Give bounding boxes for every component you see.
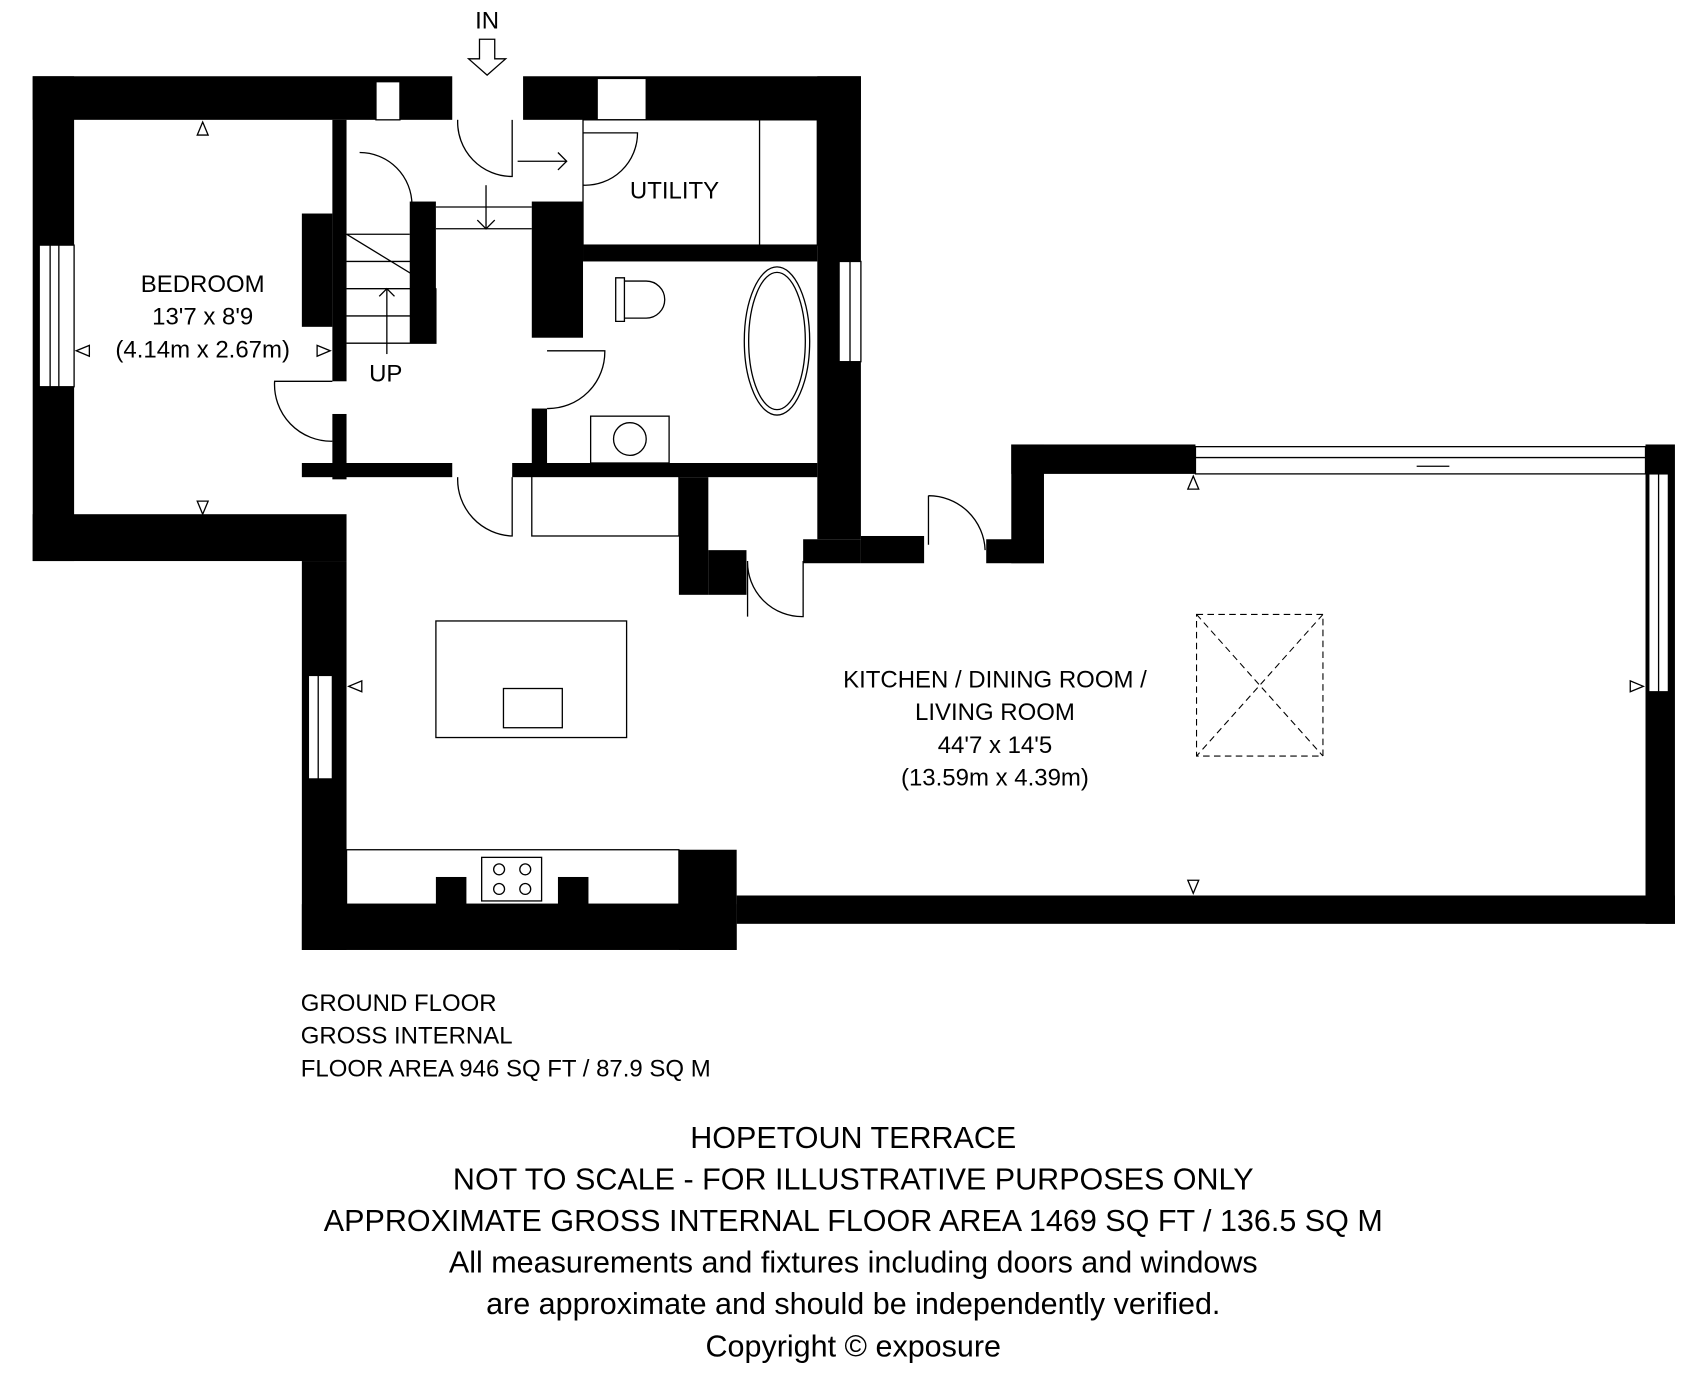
floor-area-label: GROSS INTERNAL — [301, 1023, 513, 1050]
stairs-label: UP — [369, 360, 402, 387]
toilet-icon — [615, 277, 666, 323]
bedroom-name: BEDROOM — [141, 271, 265, 298]
disclaimer-2: are approximate and should be independen… — [486, 1287, 1220, 1321]
dimension-markers — [74, 120, 1646, 896]
skylight-icon — [1195, 613, 1324, 757]
floor-name: GROUND FLOOR — [301, 990, 497, 1017]
disclaimer-1: All measurements and fixtures including … — [449, 1245, 1258, 1279]
bedroom-imperial: 13'7 x 8'9 — [152, 304, 253, 331]
walls — [32, 76, 1675, 950]
doors — [273, 119, 986, 618]
kitchen-metric: (13.59m x 4.39m) — [901, 764, 1089, 791]
stairs: UP — [346, 233, 437, 387]
kitchen-imperial: 44'7 x 14'5 — [938, 732, 1052, 759]
basin-icon — [612, 422, 647, 457]
utility-name: UTILITY — [630, 177, 719, 204]
sink-icon — [502, 687, 563, 729]
entrance-arrow-icon — [466, 38, 508, 77]
hob-icon — [481, 856, 543, 902]
kitchen-island — [435, 620, 628, 739]
copyright: Copyright © exposure — [706, 1329, 1001, 1363]
scale-note: NOT TO SCALE - FOR ILLUSTRATIVE PURPOSES… — [453, 1163, 1254, 1197]
floor-area-value: FLOOR AREA 946 SQ FT / 87.9 SQ M — [301, 1055, 711, 1082]
bedroom-metric: (4.14m x 2.67m) — [115, 336, 290, 363]
total-area: APPROXIMATE GROSS INTERNAL FLOOR AREA 14… — [324, 1204, 1383, 1238]
kitchen-name-1: KITCHEN / DINING ROOM / — [843, 666, 1147, 693]
property-name: HOPETOUN TERRACE — [690, 1121, 1016, 1155]
fixtures — [345, 119, 1324, 905]
bathtub-icon — [743, 266, 811, 416]
kitchen-name-2: LIVING ROOM — [915, 699, 1075, 726]
windows — [38, 77, 1670, 780]
entrance-label: IN — [475, 7, 499, 34]
